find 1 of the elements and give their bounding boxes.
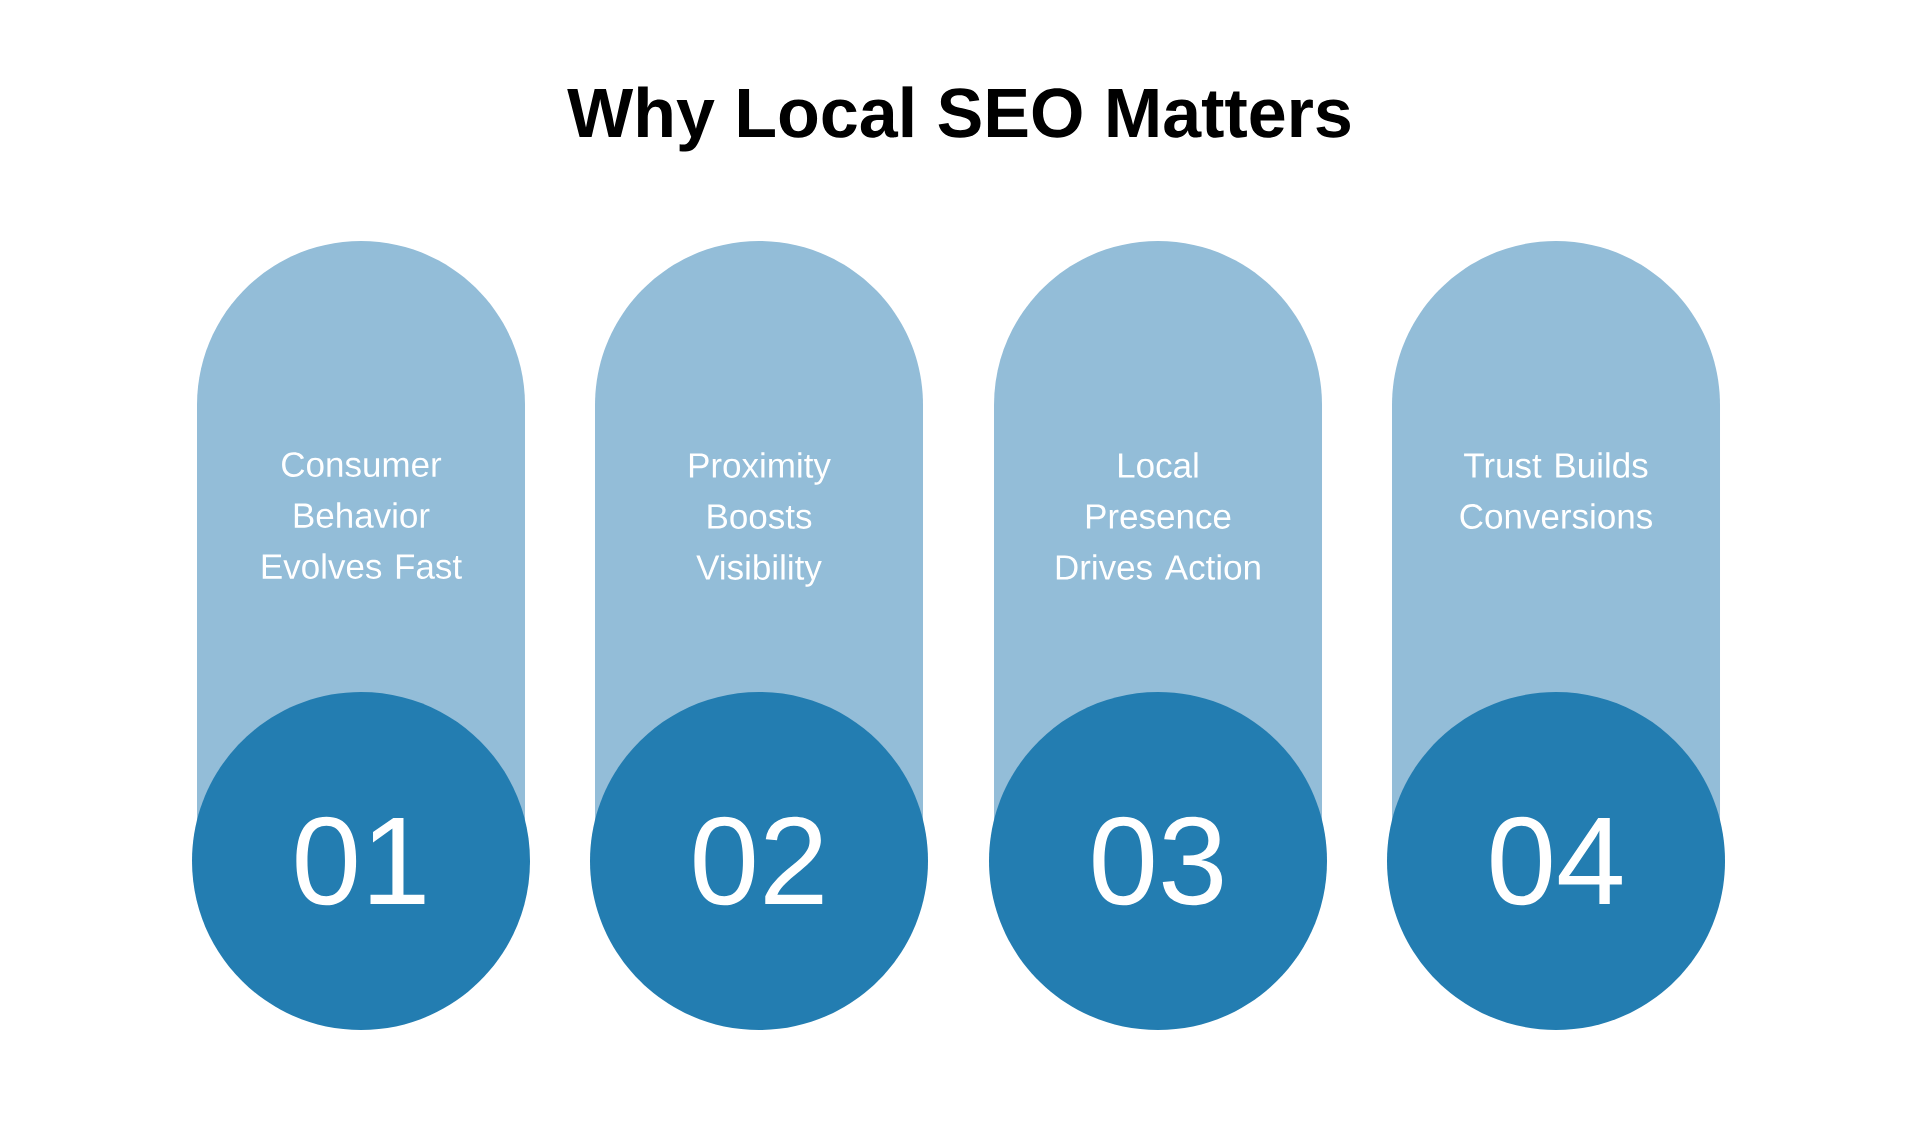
title: Why Local SEO Matters bbox=[567, 86, 1350, 152]
